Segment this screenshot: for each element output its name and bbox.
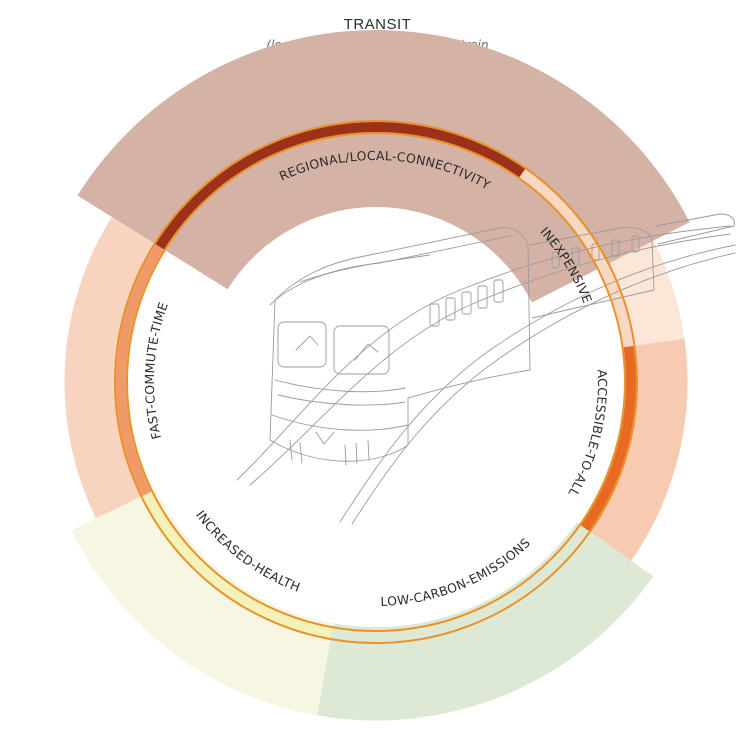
train-windshield-right [333,325,390,375]
train-second-car [529,227,655,319]
train-grille [344,444,347,466]
train-wiper [354,343,379,361]
train-roof [269,235,511,306]
train-side-window [631,235,640,253]
train-rail [236,225,731,481]
train-side-window [445,297,456,321]
train-coupler [315,431,335,445]
train-grille [355,442,358,464]
train-grille [367,439,370,461]
train-grille [289,439,293,461]
train-rail [351,252,736,525]
band-health [71,489,334,716]
ring-segment-low_carbon [330,525,589,642]
inner-ring-fill [115,121,637,642]
train-side-window [493,279,504,303]
train-illustration [236,213,736,525]
train-grille [299,442,303,464]
train-front-stripe [274,379,406,393]
ring-segment-accessible [580,345,637,532]
train-bumper [271,414,409,431]
train-wiper [295,335,319,351]
train-third-car [655,213,735,245]
train-side-window [571,247,580,265]
band-low_carbon [317,522,654,721]
band-accessible [581,338,688,561]
train-side-window [461,291,472,315]
train-rail [339,244,736,523]
train-roof-line [299,254,431,283]
label-accessible: ACCESSIBLE-TO-ALL [565,369,610,499]
train-side-window [611,239,620,257]
train-front-car [269,227,531,462]
outer-ring-line [114,120,638,644]
train-side-window [551,251,560,269]
ring-segment-fast [115,244,164,496]
train-side-window [591,243,600,261]
ring-segment-inexpensive [519,169,634,348]
label-fast: FAST-COMMUTE-TIME [142,300,171,441]
train-side-window [429,303,440,327]
ring-segment-regional [155,121,608,269]
diagram-title: TRANSIT [343,16,412,33]
train-windshield-left [277,321,327,368]
inner-ring-line [126,132,626,632]
outer-bands [64,30,690,721]
train-side-window [477,285,488,309]
train-front-stripe [277,394,406,406]
band-regional [77,30,690,303]
